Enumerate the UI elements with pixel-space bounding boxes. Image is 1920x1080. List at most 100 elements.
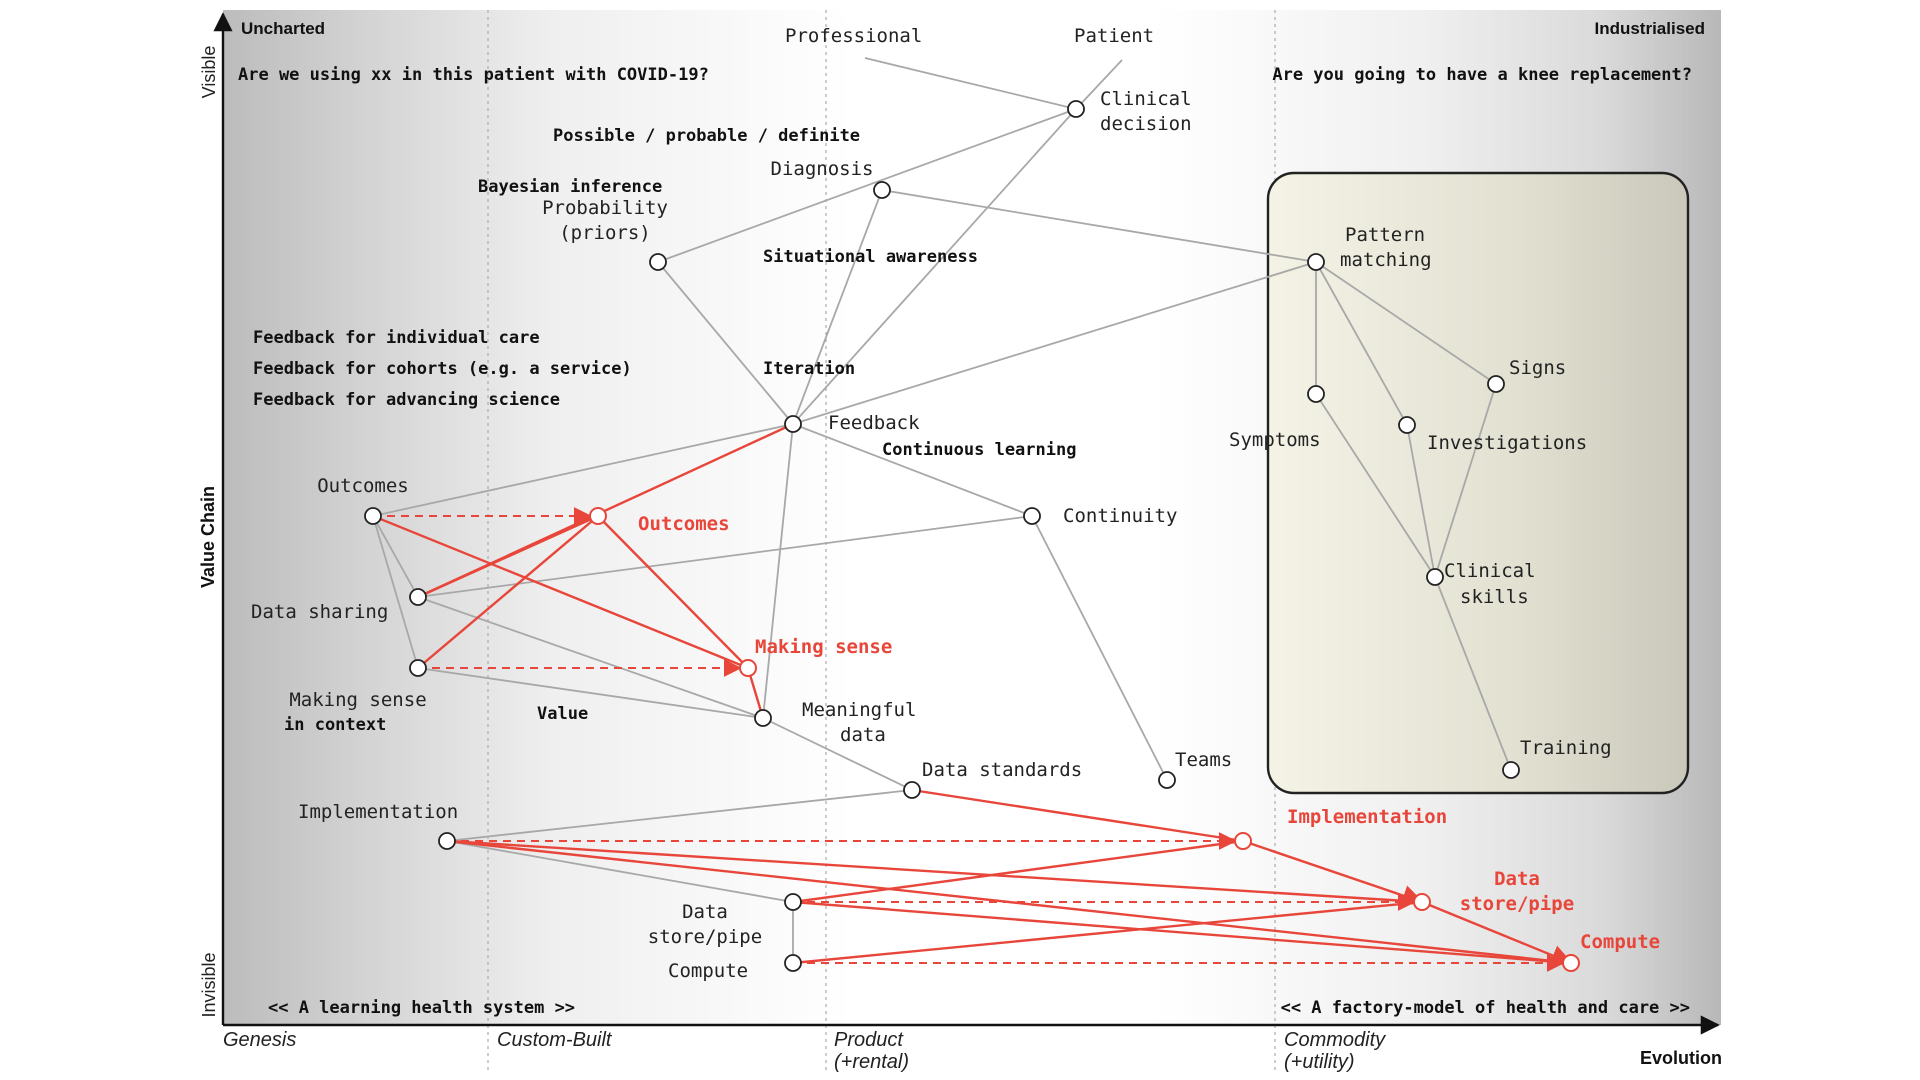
node-making-sense-evolved [739, 659, 757, 677]
label-making-sense-evolved: Making sense [755, 636, 892, 658]
label-outcomes-evolved: Outcomes [638, 513, 730, 535]
node-training [1502, 761, 1520, 779]
node-clinical-decision [1067, 100, 1085, 118]
annotation-situational-awareness: Situational awareness [763, 247, 978, 267]
edge-symptoms-skills [1315, 393, 1436, 578]
edge-datasharing-continuity [417, 515, 1033, 598]
label-investigations: Investigations [1427, 432, 1587, 454]
edge-probability-feedback [657, 261, 794, 425]
red-edge-standards-implementation [911, 788, 1244, 843]
label-probability-1: Probability [542, 197, 668, 219]
red-edge-impl-datastore-ev [446, 839, 1423, 904]
node-signs [1487, 375, 1505, 393]
annotation-bayesian: Bayesian inference [478, 177, 662, 197]
label-pattern-matching-1: Pattern [1345, 224, 1425, 246]
edge-feedback-continuity [792, 423, 1033, 517]
label-meaningful-data-1: Meaningful [802, 699, 916, 721]
label-compute-evolved: Compute [1580, 931, 1660, 953]
red-edge-outcomes-ev-makingsense-ev [597, 515, 749, 669]
annotation-feedback-cohorts: Feedback for cohorts (e.g. a service) [253, 359, 632, 379]
node-compute [784, 954, 802, 972]
label-feedback: Feedback [828, 412, 920, 434]
edge-skills-training [1434, 576, 1512, 771]
red-edge-outcomes-makingsense [372, 514, 749, 670]
label-continuity: Continuity [1063, 505, 1177, 527]
label-implementation: Implementation [298, 801, 458, 823]
label-clinical-decision-2: decision [1100, 113, 1192, 135]
edge-feedback-meaningful [762, 423, 794, 719]
label-clinical-skills-2: skills [1460, 586, 1529, 608]
stage-label-commodity-sub: (+utility) [1284, 1051, 1355, 1073]
annotation-knee-question: Are you going to have a knee replacement… [1272, 65, 1692, 85]
evolved-nodes [589, 507, 1580, 972]
node-diagnosis [873, 181, 891, 199]
node-continuity [1023, 507, 1041, 525]
node-making-sense [409, 659, 427, 677]
edge-implementation-standards [446, 789, 913, 842]
node-compute-evolved [1562, 954, 1580, 972]
edge-decision-diagnosis [657, 108, 1077, 263]
edge-diagnosis-pattern [881, 189, 1317, 263]
node-implementation [438, 832, 456, 850]
node-outcomes-evolved [589, 507, 607, 525]
label-compute: Compute [668, 960, 748, 982]
node-data-standards [903, 781, 921, 799]
industrialised-cluster-box [1266, 171, 1690, 795]
label-making-sense-1: Making sense [289, 689, 426, 711]
edge-implementation-datastore [446, 840, 794, 903]
stage-label-product-sub: (+rental) [834, 1051, 909, 1073]
dependency-edges [372, 57, 1512, 963]
stage-label-custom-built: Custom-Built [497, 1029, 613, 1051]
stage-label-genesis: Genesis [223, 1029, 296, 1051]
y-axis-bottom-label: Invisible [199, 952, 219, 1017]
node-symptoms [1307, 385, 1325, 403]
label-meaningful-data-2: data [840, 724, 886, 746]
edge-continuity-teams [1031, 515, 1168, 781]
label-symptoms: Symptoms [1229, 429, 1321, 451]
y-axis-label: Value Chain [198, 486, 218, 588]
red-edge-makingsense-outcomes [417, 515, 599, 669]
red-edge-implementation-datastore [1242, 839, 1425, 906]
y-axis-top-label: Visible [199, 46, 219, 99]
label-data-sharing: Data sharing [251, 601, 388, 623]
edge-patient-decision [1075, 59, 1123, 110]
edge-pattern-feedback [792, 261, 1317, 425]
node-feedback [784, 415, 802, 433]
label-training: Training [1520, 737, 1612, 759]
label-data-store-2: store/pipe [648, 926, 762, 948]
evolved-labels: Outcomes Making sense Implementation Dat… [638, 513, 1660, 953]
label-patient: Patient [1074, 25, 1154, 47]
red-edge-datastore-compute-ev [792, 900, 1572, 965]
edge-professional-decision [864, 57, 1077, 110]
label-clinical-skills-1: Clinical [1444, 560, 1536, 582]
annotations: Are we using xx in this patient with COV… [238, 65, 1692, 724]
label-pattern-matching-2: matching [1340, 249, 1432, 271]
edge-pattern-investigations [1315, 261, 1408, 426]
label-data-store-evolved-1: Data [1494, 868, 1540, 890]
label-professional: Professional [785, 25, 922, 47]
edge-signs-skills [1434, 383, 1497, 578]
label-making-sense-2: in context [284, 715, 386, 735]
node-meaningful-data [754, 709, 772, 727]
node-probability [649, 253, 667, 271]
annotation-covid-question: Are we using xx in this patient with COV… [238, 65, 709, 85]
red-edge-compute-datastore-ev [792, 900, 1423, 965]
node-implementation-evolved [1234, 832, 1252, 850]
edge-outcomes-datasharing [372, 515, 419, 598]
footer-right-banner: << A factory-model of health and care >> [1281, 998, 1690, 1018]
node-data-sharing [409, 588, 427, 606]
annotation-iteration: Iteration [763, 359, 855, 379]
label-data-standards: Data standards [922, 759, 1082, 781]
label-data-store-1: Data [682, 901, 728, 923]
label-probability-2: (priors) [559, 222, 651, 244]
node-outcomes [364, 507, 382, 525]
component-nodes [364, 100, 1520, 972]
label-signs: Signs [1509, 357, 1566, 379]
label-teams: Teams [1175, 749, 1232, 771]
label-clinical-decision-1: Clinical [1100, 88, 1192, 110]
annotation-continuous-learning: Continuous learning [882, 440, 1076, 460]
corner-label-right: Industrialised [1594, 19, 1705, 38]
edge-decision-feedback [792, 108, 1077, 425]
label-outcomes: Outcomes [317, 475, 409, 497]
